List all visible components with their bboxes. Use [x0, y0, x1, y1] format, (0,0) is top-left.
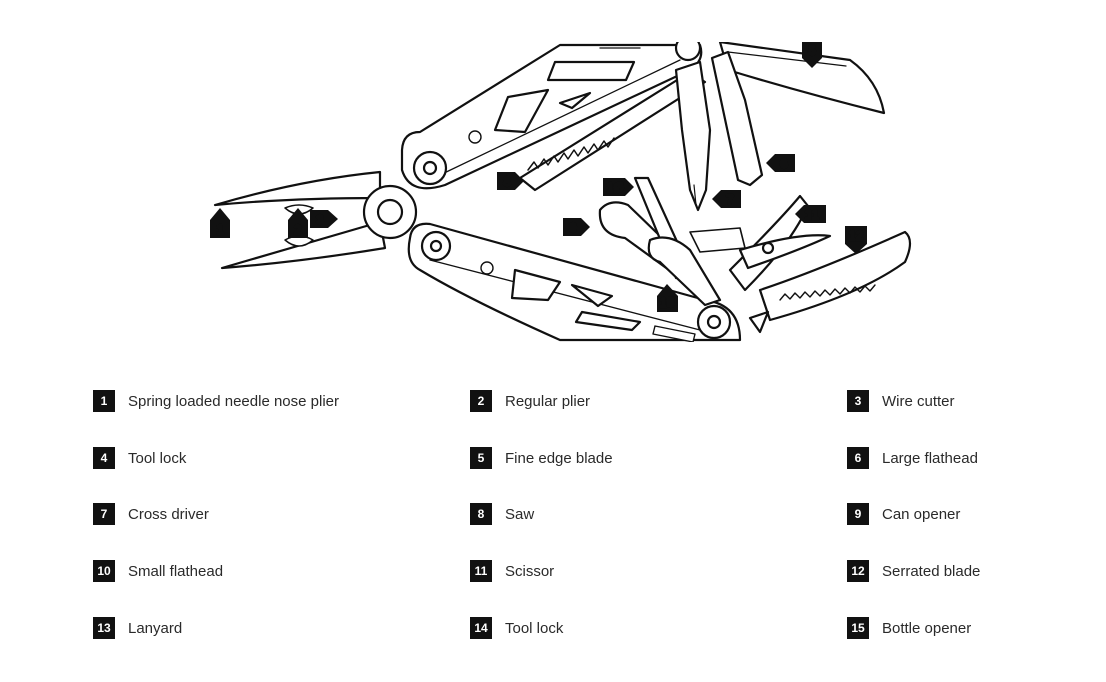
legend-badge: 5	[470, 447, 492, 469]
large-flathead-shape	[710, 50, 764, 187]
legend-label: Tool lock	[505, 619, 564, 637]
legend-item-15: 15 Bottle opener	[847, 615, 971, 641]
legend-item-9: 9 Can opener	[847, 501, 960, 527]
saw-shape	[518, 70, 707, 192]
callout-15: 15	[657, 284, 678, 312]
legend-label: Regular plier	[505, 392, 591, 410]
legend-label: Lanyard	[128, 619, 183, 637]
callout-9: 9	[563, 218, 590, 236]
legend-item-7: 7 Cross driver	[93, 501, 209, 527]
legend-label: Scissor	[505, 562, 555, 580]
callout-7: 7	[712, 190, 741, 208]
multitool-illustration: 1 2 3 5 6 7 8 9 1Ø 11 12 15	[210, 42, 912, 342]
legend-label: Spring loaded needle nose plier	[128, 392, 339, 410]
callout-5: 5	[802, 42, 822, 68]
svg-text:11: 11	[805, 207, 819, 222]
svg-text:1Ø: 1Ø	[606, 180, 623, 195]
legend-badge: 11	[470, 560, 492, 582]
svg-text:7: 7	[726, 192, 733, 207]
legend-item-14: 14 Tool lock	[470, 615, 563, 641]
svg-text:8: 8	[503, 174, 510, 189]
parts-legend: 1 Spring loaded needle nose plier 2 Regu…	[0, 378, 1106, 658]
legend-badge: 14	[470, 617, 492, 639]
svg-text:12: 12	[849, 228, 863, 243]
svg-text:2: 2	[294, 222, 301, 237]
legend-label: Can opener	[882, 505, 961, 523]
legend-badge: 7	[93, 503, 115, 525]
legend-label: Tool lock	[128, 449, 187, 467]
svg-text:5: 5	[808, 43, 815, 58]
legend-label: Fine edge blade	[505, 449, 613, 467]
legend-item-12: 12 Serrated blade	[847, 558, 980, 584]
legend-label: Serrated blade	[882, 562, 981, 580]
fine-edge-blade-shape	[718, 42, 886, 115]
multitool-diagram: 1 2 3 5 6 7 8 9 1Ø 11 12 15	[210, 42, 912, 342]
svg-text:6: 6	[780, 156, 787, 171]
legend-item-11: 11 Scissor	[470, 558, 554, 584]
needle-nose-jaw-upper	[213, 170, 382, 207]
legend-item-6: 6 Large flathead	[847, 445, 978, 471]
callout-6: 6	[766, 154, 795, 172]
svg-text:3: 3	[316, 212, 323, 227]
legend-badge: 12	[847, 560, 869, 582]
cross-driver-shape	[674, 60, 712, 212]
legend-item-10: 10 Small flathead	[93, 558, 223, 584]
serrated-blade-shape	[758, 230, 912, 322]
legend-badge: 6	[847, 447, 869, 469]
legend-badge: 9	[847, 503, 869, 525]
legend-label: Large flathead	[882, 449, 978, 467]
callout-2: 2	[288, 208, 308, 238]
legend-item-2: 2 Regular plier	[470, 388, 590, 414]
legend-badge: 8	[470, 503, 492, 525]
legend-badge: 1	[93, 390, 115, 412]
legend-badge: 3	[847, 390, 869, 412]
legend-label: Small flathead	[128, 562, 224, 580]
callout-12: 12	[845, 226, 867, 254]
legend-badge: 10	[93, 560, 115, 582]
legend-badge: 13	[93, 617, 115, 639]
legend-badge: 15	[847, 617, 869, 639]
legend-item-8: 8 Saw	[470, 501, 534, 527]
legend-item-4: 4 Tool lock	[93, 445, 186, 471]
callout-10: 1Ø	[603, 178, 634, 196]
svg-text:9: 9	[569, 220, 576, 235]
legend-item-1: 1 Spring loaded needle nose plier	[93, 388, 339, 414]
bottle-opener-shape	[647, 236, 722, 307]
callout-3: 3	[310, 210, 338, 228]
callout-1: 1	[210, 208, 230, 238]
callout-8: 8	[497, 172, 524, 190]
legend-item-5: 5 Fine edge blade	[470, 445, 613, 471]
legend-label: Wire cutter	[882, 392, 955, 410]
legend-label: Cross driver	[128, 505, 209, 523]
legend-item-13: 13 Lanyard	[93, 615, 182, 641]
legend-label: Bottle opener	[882, 619, 972, 637]
legend-item-3: 3 Wire cutter	[847, 388, 955, 414]
svg-text:15: 15	[660, 295, 674, 310]
svg-text:1: 1	[216, 222, 223, 237]
legend-label: Saw	[505, 505, 535, 523]
legend-badge: 4	[93, 447, 115, 469]
callout-11: 11	[795, 205, 826, 223]
legend-badge: 2	[470, 390, 492, 412]
